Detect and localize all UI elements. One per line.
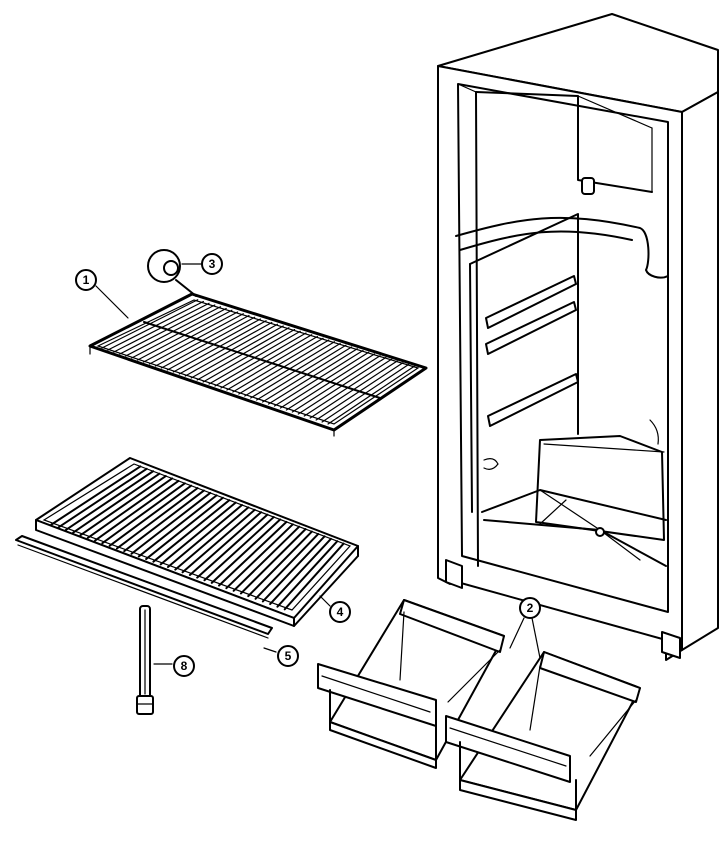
shelf-bushing	[147, 249, 197, 297]
shelf-hatch-line	[72, 472, 161, 534]
shelf-hatch-line	[188, 511, 263, 576]
shelf-hatch-line	[196, 513, 269, 579]
shelf-hatch-line	[239, 528, 307, 595]
callout-1: 1	[75, 269, 97, 291]
shelf-hatch-line	[123, 489, 205, 553]
shelf-hatch-line	[152, 499, 231, 563]
shelf-hatch-line	[247, 530, 313, 598]
shelf-hatch-line	[57, 467, 148, 529]
shelf-hatch-line	[159, 501, 237, 566]
leader-lines	[95, 263, 541, 665]
shelf-hatch-line	[167, 504, 243, 568]
callout-4: 4	[329, 601, 351, 623]
shelf-hatch-line	[79, 475, 167, 537]
callout-1-label: 1	[83, 273, 90, 287]
shelf-hatch-line	[218, 520, 288, 587]
shelf-hatch-line	[210, 518, 282, 584]
shelf-hatch-line	[181, 508, 256, 574]
shelf-hatch-line	[108, 484, 193, 547]
shelf-hatch-line	[130, 491, 212, 555]
callout-2-label: 2	[527, 601, 534, 615]
callout-3: 3	[201, 253, 223, 275]
shelf-hatch-line	[254, 532, 320, 600]
shelf-hatch-line	[137, 494, 218, 558]
shelf-hatch-line	[174, 506, 250, 571]
shelf-rail	[485, 275, 579, 427]
callout-8-label: 8	[181, 659, 188, 673]
shelf-hatch-line	[261, 535, 326, 603]
shelf-support	[136, 605, 154, 715]
callout-5-label: 5	[285, 649, 292, 663]
callout-8: 8	[173, 655, 195, 677]
shelf-hatch-line	[50, 465, 142, 526]
glass-shelf	[35, 457, 359, 627]
callout-4-label: 4	[337, 605, 344, 619]
shelf-hatch-line	[203, 516, 275, 582]
shelf-hatch-line	[86, 477, 174, 539]
shelf-trim	[15, 535, 273, 639]
shelf-hatch-line	[232, 525, 301, 592]
shelf-hatch-line	[101, 482, 186, 545]
shelf-hatch-line	[64, 470, 155, 531]
shelf-hatch-line	[276, 540, 339, 608]
callout-3-label: 3	[209, 257, 216, 271]
crisper-drawer-right	[445, 651, 641, 821]
shelf-hatch-line	[94, 479, 180, 542]
shelf-hatch-line	[225, 523, 294, 590]
refrigerator-cabinet	[437, 13, 719, 661]
crisper-drawer-left	[317, 599, 505, 769]
callout-5: 5	[277, 645, 299, 667]
shelf-hatch-line	[145, 496, 224, 561]
shelf-hatch-line	[269, 537, 332, 606]
shelf-hatch-line	[115, 487, 199, 550]
callout-2: 2	[519, 597, 541, 619]
wire-shelf	[88, 292, 428, 437]
shelf-hatch-line	[283, 542, 345, 611]
